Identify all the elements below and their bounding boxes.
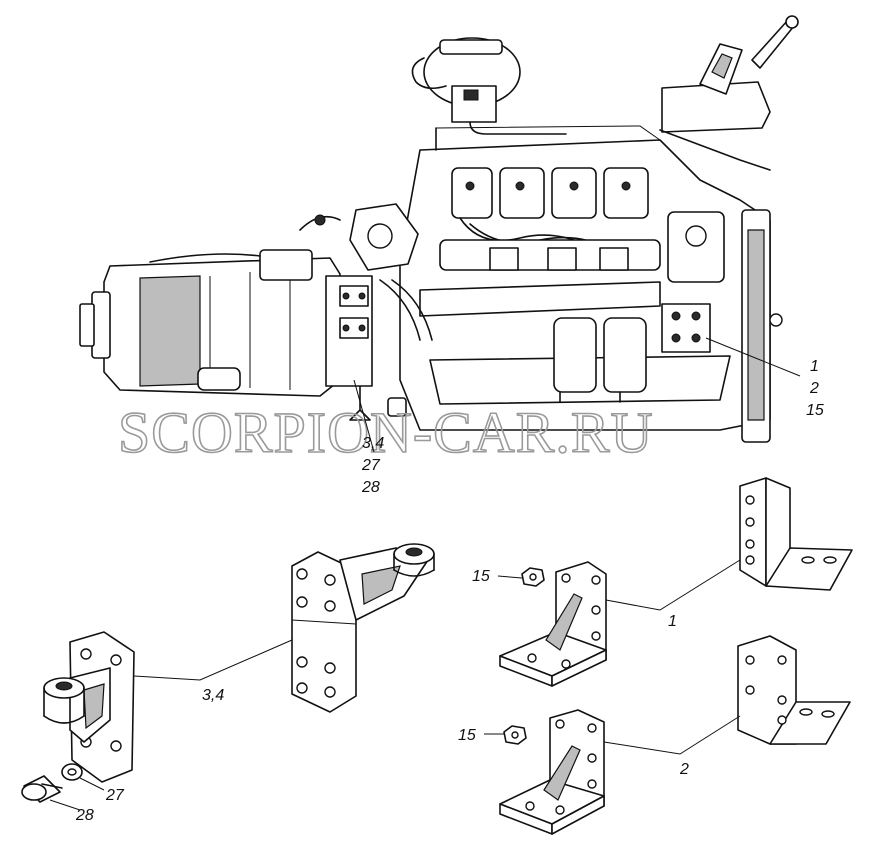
bolt-28 (21, 775, 63, 803)
leader-washer-27 (79, 777, 105, 791)
leader-bracket-2 (603, 715, 741, 755)
leader-bracket-34 (133, 639, 293, 681)
callout-engine-1: 1 (810, 358, 819, 375)
bracket-1-assembly: 15 1 (472, 477, 853, 687)
callout-bracket-1: 1 (668, 613, 677, 630)
leader-engine-right (705, 337, 801, 377)
callout-engine-34: 3,4 (362, 435, 384, 452)
bracket-2-assembly: 15 2 (458, 635, 851, 835)
callout-nut-15-upper: 15 (472, 568, 490, 585)
callout-nut-15-lower: 15 (458, 727, 476, 744)
callout-engine-27: 27 (361, 457, 381, 474)
leader-bracket-1 (605, 559, 741, 611)
expansion-tank (411, 37, 567, 135)
engine-mount-left (325, 275, 407, 421)
callout-engine-15: 15 (806, 402, 824, 419)
washer-27 (61, 763, 83, 781)
bracket-3-4-small (43, 631, 135, 783)
engine-block (349, 125, 783, 443)
bracket-2-body (499, 709, 605, 835)
bracket-3-4-assembly: 3,4 28 27 (21, 543, 435, 824)
gear-shift-lever (659, 15, 799, 171)
watermark-text: SCORPION-CAR.RU (118, 400, 654, 465)
callout-bracket-34: 3,4 (202, 687, 224, 704)
callout-engine-2: 2 (809, 380, 819, 397)
engine-assembly (79, 15, 799, 443)
bracket-2-plate (737, 635, 851, 745)
engine-callouts: 1 2 15 3,4 27 28 (353, 337, 824, 496)
leader-engine-left (353, 379, 375, 453)
nut-15-lower (503, 725, 527, 745)
bracket-1-plate (739, 477, 853, 591)
callout-washer-27: 27 (105, 787, 125, 804)
bracket-1-body (499, 561, 607, 687)
gearbox (79, 214, 341, 397)
nut-15-upper (521, 567, 545, 587)
leader-nut-15-upper (497, 575, 523, 579)
callout-engine-28: 28 (361, 479, 380, 496)
bracket-3-4-plate (291, 543, 435, 713)
callout-bracket-2: 2 (679, 761, 689, 778)
leader-bolt-28 (49, 799, 81, 811)
callout-bolt-28: 28 (75, 807, 94, 824)
